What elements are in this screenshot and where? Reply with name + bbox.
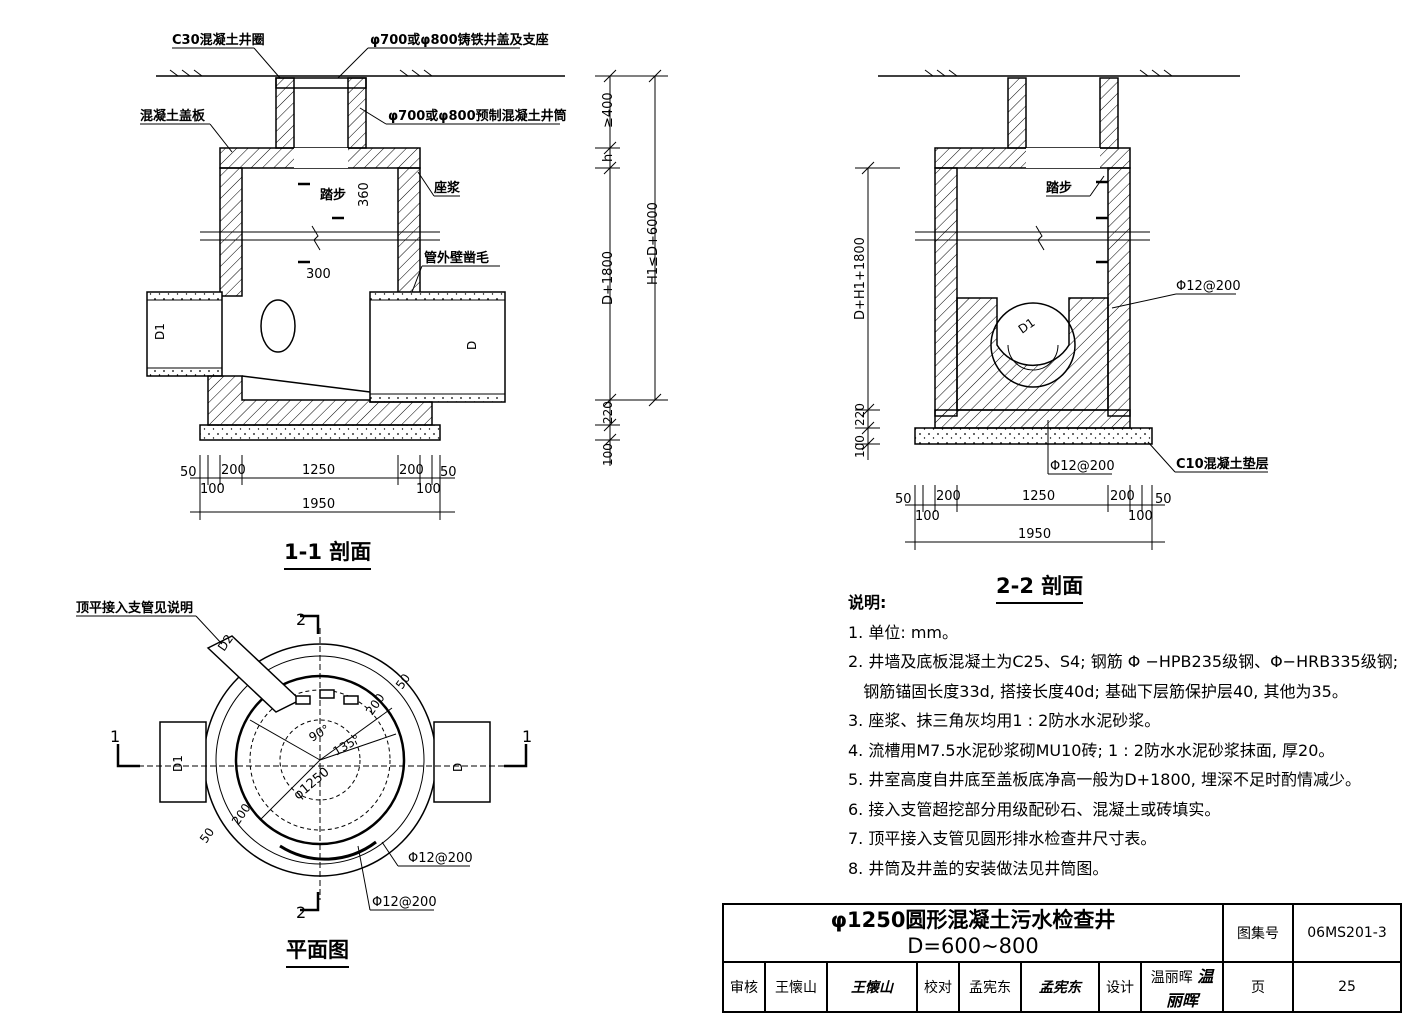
dim-100b: 100 xyxy=(416,482,441,497)
label-cut2-bottom: 2 xyxy=(296,903,306,922)
design-label: 设计 xyxy=(1098,961,1142,1013)
note-line: 5. 井室高度自井底至盖板底净高一般为D+1800, 埋深不足时酌情减少。 xyxy=(848,770,1361,789)
label-branch-note: 顶平接入支管见说明 xyxy=(76,600,193,616)
review-signature: 王懐山 xyxy=(826,961,918,1013)
label-dia: φ1250 xyxy=(291,765,333,803)
plan-drawing: 顶平接入支管见说明 2 2 1 1 D2 D1 D 90° 135° φ1250… xyxy=(76,600,532,922)
review-name: 王懐山 xyxy=(764,961,828,1013)
note-line: 8. 井筒及井盖的安装做法见井筒图。 xyxy=(848,858,1109,878)
label-rebar1: Φ12@200 xyxy=(408,851,473,866)
atlas-number: 06MS201-3 xyxy=(1292,903,1402,963)
dim-220: 220 xyxy=(601,401,615,424)
label-cut2-top: 2 xyxy=(296,610,306,629)
label-cover: φ700或φ800铸铁井盖及支座 xyxy=(370,32,549,48)
label-pipe-out: D xyxy=(465,341,479,350)
dim-1250-b: 1250 xyxy=(1022,489,1055,504)
title-section-2-2: 2-2 剖面 xyxy=(996,570,1084,604)
label-cushion: C10混凝土垫层 xyxy=(1176,456,1269,472)
dim-dh1800: D+H1+1800 xyxy=(853,237,868,320)
dim-100a-b: 100 xyxy=(915,509,940,524)
note-line: 6. 接入支管超挖部分用级配砂石、混凝土或砖填实。 xyxy=(848,799,1221,819)
label-cut1-right: 1 xyxy=(522,727,532,746)
drawing-subtitle: D=600~800 xyxy=(907,934,1039,958)
section-1-1-drawing: 360 300 ≥400 h D+1800 H1≤D+6000 220 100 … xyxy=(140,32,668,520)
review-label: 审核 xyxy=(722,961,766,1013)
label-d1-plan: D1 xyxy=(171,755,185,772)
dim-50b: 50 xyxy=(440,465,457,480)
note-line: 钢筋锚固长度33d, 搭接长度40d; 基础下层筋保护层40, 其他为35。 xyxy=(848,681,1348,701)
dim-100a: 100 xyxy=(200,482,225,497)
dim-1250: 1250 xyxy=(302,463,335,478)
dim-d1800: D+1800 xyxy=(601,251,616,305)
label-roughen: 管外壁凿毛 xyxy=(424,250,489,266)
design-name-signature: 温丽晖 温丽晖 xyxy=(1140,961,1224,1013)
design-name: 温丽晖 xyxy=(1150,970,1193,986)
dim-1950: 1950 xyxy=(302,497,335,512)
dim-300: 300 xyxy=(306,267,331,282)
label-slab: 混凝土盖板 xyxy=(140,108,206,124)
label-pipe-in: D1 xyxy=(153,323,167,340)
dim-200a: 200 xyxy=(221,463,246,478)
note-line: 3. 座浆、抹三角灰均用1 : 2防水水泥砂浆。 xyxy=(848,711,1161,730)
dim-200b: 200 xyxy=(399,463,424,478)
note-line: 1. 单位: mm。 xyxy=(848,622,959,642)
label-d-plan: D xyxy=(451,763,465,772)
drawing-title: φ1250圆形混凝土污水检查井 xyxy=(830,908,1116,932)
dim-200a-b: 200 xyxy=(936,489,961,504)
section-2-2-drawing: D+H1+1800 220 100 50 200 1250 200 50 100… xyxy=(853,69,1269,550)
label-shaft: φ700或φ800预制混凝土井筒 xyxy=(388,108,567,124)
check-name: 孟宪东 xyxy=(958,961,1022,1013)
dim-100b-b: 100 xyxy=(1128,509,1153,524)
check-signature: 孟宪东 xyxy=(1020,961,1100,1013)
title-block: φ1250圆形混凝土污水检查井 D=600~800 图集号 06MS201-3 … xyxy=(722,903,1402,1013)
dim-100v: 100 xyxy=(601,443,615,466)
dim-h1: H1≤D+6000 xyxy=(646,202,661,285)
dim-360: 360 xyxy=(357,182,372,207)
dim-50a-b: 50 xyxy=(895,492,912,507)
dim-h: h xyxy=(601,154,616,162)
atlas-label: 图集号 xyxy=(1222,903,1294,963)
note-line: 2. 井墙及底板混凝土为C25、S4; 钢筋 Φ −HPB235级钢、Φ−HRB… xyxy=(848,652,1399,671)
notes-heading: 说明: xyxy=(848,593,887,612)
label-50b: 50 xyxy=(197,825,217,846)
page-number: 25 xyxy=(1292,961,1402,1013)
label-mortar: 座浆 xyxy=(433,180,461,196)
notes-block: 说明: 1. 单位: mm。 2. 井墙及底板混凝土为C25、S4; 钢筋 Φ … xyxy=(848,588,1398,883)
dim-100-b: 100 xyxy=(853,435,867,458)
dim-220-b: 220 xyxy=(853,403,867,426)
title-plan: 平面图 xyxy=(286,934,349,968)
note-line: 7. 顶平接入支管见圆形排水检查井尺寸表。 xyxy=(848,829,1157,848)
label-rebar-bottom: Φ12@200 xyxy=(1050,459,1115,474)
label-135: 135° xyxy=(331,732,363,759)
label-ring: C30混凝土井圈 xyxy=(172,32,265,48)
label-step-b: 踏步 xyxy=(1046,180,1072,196)
label-rebar-top: Φ12@200 xyxy=(1176,279,1241,294)
dim-400: ≥400 xyxy=(601,92,616,128)
note-line: 4. 流槽用M7.5水泥砂浆砌MU10砖; 1 : 2防水水泥砂浆抹面, 厚20… xyxy=(848,740,1335,760)
label-pipe-b: D1 xyxy=(1016,315,1038,336)
label-90: 90° xyxy=(307,722,332,745)
check-label: 校对 xyxy=(916,961,960,1013)
label-step: 踏步 xyxy=(320,187,346,203)
label-rebar2: Φ12@200 xyxy=(372,895,437,910)
title-section-1-1: 1-1 剖面 xyxy=(284,536,372,570)
title-block-title: φ1250圆形混凝土污水检查井 D=600~800 xyxy=(722,903,1224,963)
label-cut1-left: 1 xyxy=(110,727,120,746)
dim-1950-b: 1950 xyxy=(1018,527,1051,542)
page-label: 页 xyxy=(1222,961,1294,1013)
dim-50a: 50 xyxy=(180,465,197,480)
dim-50b-b: 50 xyxy=(1155,492,1172,507)
dim-200b-b: 200 xyxy=(1110,489,1135,504)
